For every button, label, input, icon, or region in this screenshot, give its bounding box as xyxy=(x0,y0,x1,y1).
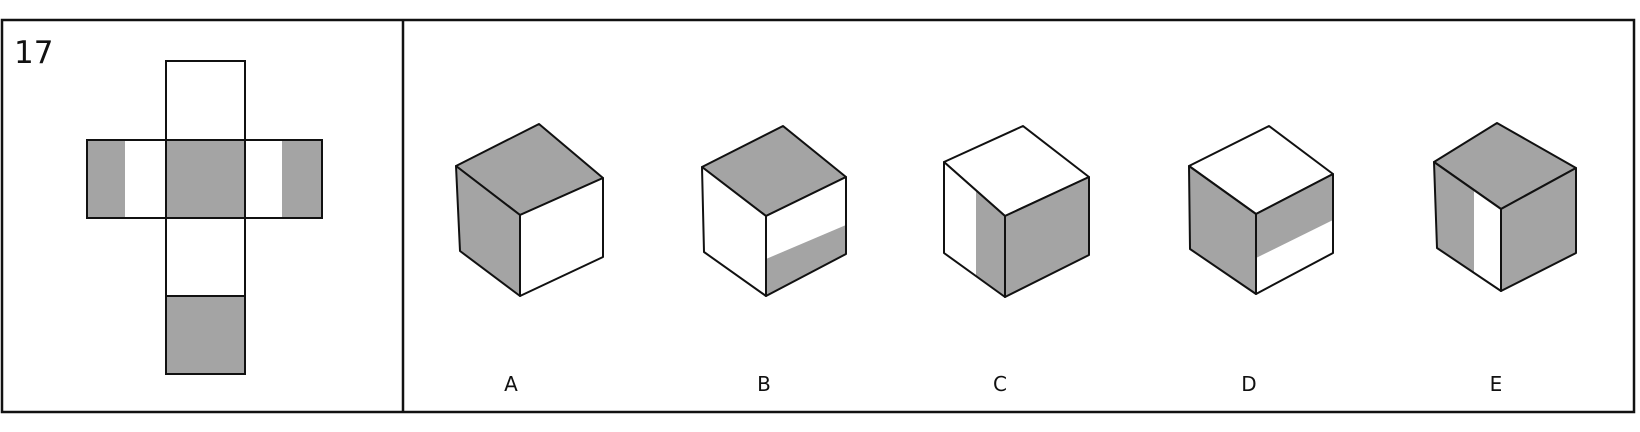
option-label-b: B xyxy=(757,372,771,396)
option-label-a: A xyxy=(504,372,518,396)
cube-d xyxy=(1188,125,1334,295)
option-label-d: D xyxy=(1241,372,1256,396)
cube-a xyxy=(455,123,604,297)
net-face-center xyxy=(165,139,246,219)
cube-c xyxy=(943,125,1090,298)
cube-e-left xyxy=(1433,161,1502,292)
option-label-e: E xyxy=(1490,372,1503,396)
net-face-bottom xyxy=(165,295,246,375)
cube-c-right xyxy=(1004,176,1090,298)
cube-e-right xyxy=(1500,167,1577,292)
cube-c-left xyxy=(943,161,1006,298)
cube-a-right xyxy=(519,177,604,297)
cube-e xyxy=(1433,122,1577,292)
cube-b-right xyxy=(765,176,847,297)
cube-b xyxy=(701,125,847,297)
net-face-top xyxy=(165,60,246,141)
cube-d-right xyxy=(1255,173,1334,295)
net-face-lower xyxy=(165,217,246,297)
outer-frame xyxy=(0,18,1636,414)
cube-net xyxy=(86,60,323,375)
net-face-right xyxy=(244,139,323,219)
option-label-c: C xyxy=(993,372,1007,396)
net-face-left xyxy=(86,139,167,219)
problem-number: 17 xyxy=(14,35,53,71)
